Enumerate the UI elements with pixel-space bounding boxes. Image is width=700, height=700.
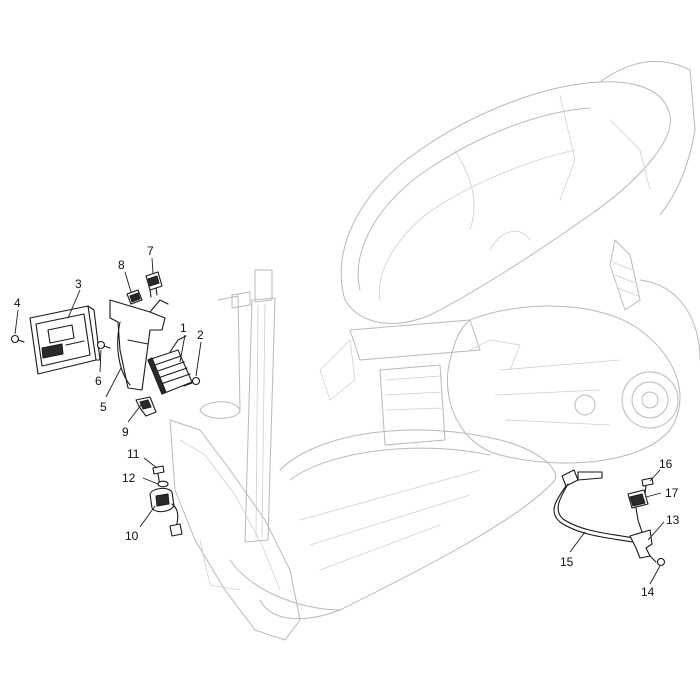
scooter-frame-ghost [169,60,700,641]
part-10-sensor [149,487,183,537]
part-2-screw [183,376,201,387]
part-7-relay [145,271,163,298]
part-16-bolt [641,477,654,495]
leader-lines [14,257,665,585]
part-12-washer [157,480,169,488]
callout-4: 4 [14,296,21,310]
part-3-control-unit [29,305,101,375]
part-13-bracket [629,529,657,563]
callout-7: 7 [147,244,154,258]
callout-1: 1 [180,321,187,335]
callout-14: 14 [641,585,655,599]
callout-8: 8 [118,258,125,272]
callout-6: 6 [95,374,102,388]
callout-9: 9 [122,425,129,439]
part-4-screw [10,334,25,344]
callout-17: 17 [665,486,679,500]
callout-11: 11 [127,447,140,461]
callout-5: 5 [100,400,107,414]
callout-12: 12 [122,471,136,485]
callout-13: 13 [666,513,680,527]
part-8-clip [126,289,143,305]
part-9-small-bracket [135,396,157,417]
callout-10: 10 [125,529,139,543]
callout-labels: 1 2 3 4 5 6 7 8 9 10 11 12 13 14 15 16 1… [14,244,680,599]
callout-15: 15 [560,555,574,569]
part-17-coil [627,489,649,533]
callout-2: 2 [197,328,204,342]
callout-16: 16 [659,457,673,471]
part-5-bracket [109,299,169,391]
callout-3: 3 [75,277,82,291]
part-1-voltage-regulator [147,335,193,395]
part-14-nut [656,557,666,567]
part-6-screw [96,340,111,350]
part-15-cable [553,469,635,543]
